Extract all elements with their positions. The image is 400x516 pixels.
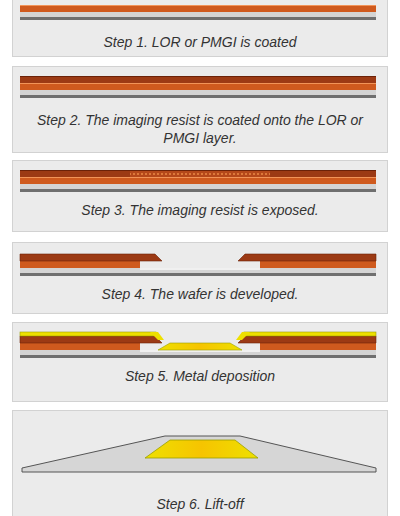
step3-stack [20, 184, 376, 192]
step-panel: Step 4. The wafer is developed. [12, 242, 388, 314]
metal-left [20, 332, 156, 336]
step2-stack [20, 90, 376, 98]
step-caption: Step 2. The imaging resist is coated ont… [13, 111, 387, 147]
metal-feature [145, 440, 258, 458]
resist-left [20, 254, 162, 261]
step3-stack [20, 170, 376, 192]
step6-stack [22, 436, 376, 472]
step5-stack [20, 350, 376, 358]
step-panel: Step 2. The imaging resist is coated ont… [12, 66, 388, 153]
lor-right [260, 261, 376, 268]
step1-stack [20, 12, 376, 20]
step-caption: Step 3. The imaging resist is exposed. [13, 201, 387, 219]
resist-right [238, 254, 376, 261]
step-panel: Step 1. LOR or PMGI is coated [12, 0, 388, 57]
step-caption: Step 1. LOR or PMGI is coated [13, 33, 387, 51]
step5-stack [20, 332, 376, 358]
metal-edge-left [150, 332, 164, 340]
step4-stack [20, 268, 376, 276]
lor-left [20, 261, 140, 268]
resist-left [20, 336, 162, 343]
step2-stack [20, 76, 376, 83]
step2-stack [20, 83, 376, 90]
lor-right [260, 343, 376, 350]
resist-right [238, 336, 376, 343]
lor-left [20, 343, 140, 350]
step3-stack [20, 170, 376, 177]
metal-edge-right [236, 332, 250, 340]
step1-stack [20, 5, 376, 12]
step1-stack [20, 5, 376, 20]
wafer [22, 436, 376, 472]
step-panel: Step 3. The imaging resist is exposed. [12, 160, 388, 232]
metal-feature [158, 343, 242, 350]
step-caption: Step 5. Metal deposition [13, 367, 387, 385]
step-caption: Step 6. Lift-off [13, 495, 387, 513]
step-caption: Step 4. The wafer is developed. [13, 285, 387, 303]
step4-stack [20, 254, 376, 276]
step2-stack [20, 76, 376, 98]
step-panel: Step 6. Lift-off [12, 410, 388, 516]
exposed-substrate [140, 268, 260, 270]
step3-stack [20, 177, 376, 184]
exposed-substrate [140, 350, 260, 352]
metal-right [244, 332, 376, 336]
step-panel: Step 5. Metal deposition [12, 322, 388, 402]
exposed-region [130, 171, 270, 177]
